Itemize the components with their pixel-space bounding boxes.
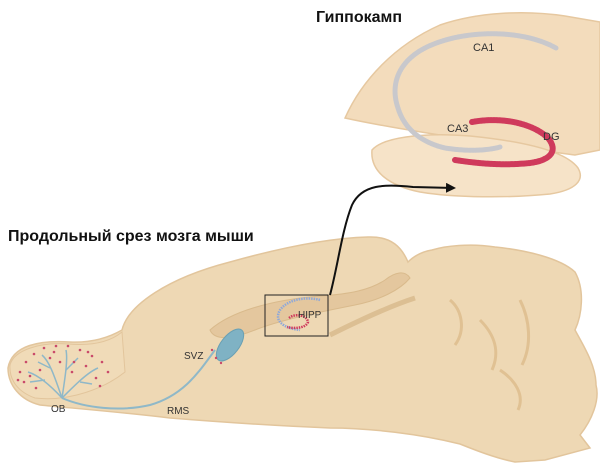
ventricle-region <box>209 272 411 338</box>
olfactory-bulb-region <box>9 330 126 400</box>
ca3-label: CA3 <box>447 123 468 135</box>
rms-label: RMS <box>167 406 190 417</box>
section-title: Продольный срез мозга мыши <box>8 228 254 245</box>
hippocampus-tissue-lower <box>371 134 581 198</box>
hippocampus-title: Гиппокамп <box>316 9 402 26</box>
cerebellum-fold-3 <box>499 368 522 411</box>
cerebellum-fold-1 <box>478 318 498 371</box>
midbrain-ridge <box>328 295 416 338</box>
svz-label: SVZ <box>184 351 203 362</box>
hippocampus-selection-box <box>264 294 329 337</box>
ob-branching-tree <box>27 349 99 399</box>
brain-outline <box>7 236 598 463</box>
rms-pathway <box>61 349 216 410</box>
svz-region <box>215 328 245 362</box>
zoom-arrow <box>329 182 456 296</box>
cerebellum-fold-2 <box>518 299 531 366</box>
ca-pyramidal-layer <box>392 31 559 153</box>
dg-label: DG <box>543 131 560 143</box>
ca1-label: CA1 <box>473 42 494 54</box>
ob-neuron-dots <box>16 344 110 390</box>
cerebellum-fold-4 <box>448 298 463 346</box>
hipp-label: HIPP <box>298 310 322 321</box>
hippocampus-small-ca <box>276 297 321 332</box>
svz-neuron-dots <box>210 348 223 365</box>
hippocampus-small-dg <box>286 313 310 330</box>
ob-label: OB <box>51 404 66 415</box>
dentate-gyrus-layer <box>452 117 556 168</box>
hippocampus-enlarged-view: CA1 CA3 DG <box>343 12 600 198</box>
brain-sagittal-section: HIPP SVZ OB RMS <box>7 236 598 463</box>
